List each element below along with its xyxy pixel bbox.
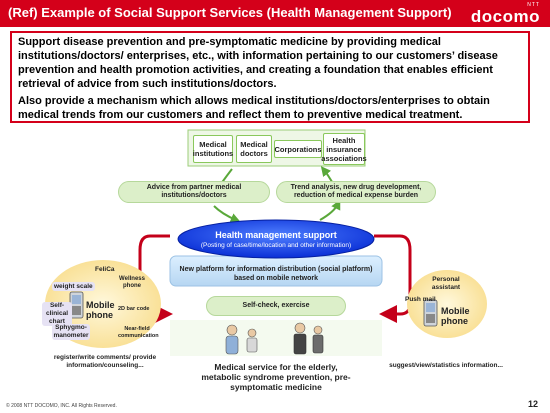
people-illustration: [225, 322, 324, 355]
right-red-connector: [374, 234, 412, 323]
center-caption: Medical service for the elderly, metabol…: [201, 362, 351, 392]
right-push-mail: Push mail: [405, 296, 436, 303]
right-phone-title: Mobile phone: [441, 306, 470, 326]
title-bar: [0, 0, 550, 27]
people-area: [170, 320, 382, 356]
feature-self-clinical-chart: Self-clinical chart: [42, 302, 72, 326]
partner-corporations: Corporations: [274, 140, 322, 158]
left-phone-title: Mobile phone: [86, 300, 115, 320]
summary-paragraph-1: Support disease prevention and pre-sympt…: [18, 36, 498, 90]
right-personal-assistant: Personal assistant: [431, 276, 461, 291]
right-phone-icon: [423, 299, 438, 327]
feature-wellness-phone: Wellness phone: [119, 276, 145, 289]
platform-label: New platform for information distributio…: [179, 266, 373, 282]
feature-2d-barcode: 2D bar code: [118, 306, 150, 312]
right-caption: suggest/view/statistics information...: [389, 362, 503, 369]
feature-felica: FeliCa: [95, 266, 115, 273]
hub-ellipse: [177, 219, 375, 259]
partner-health-insurance: Health insurance associations: [321, 133, 367, 165]
feature-weight-scale: weight scale: [52, 282, 95, 291]
logo-ntt: NTT: [527, 2, 540, 8]
left-caption: register/write comments/ provide informa…: [53, 354, 157, 369]
trend-arrow-bottom: [319, 199, 341, 221]
hub-title: Health management support: [215, 230, 337, 240]
summary-paragraph-2: Also provide a mechanism which allows me…: [18, 95, 490, 121]
advice-pill: Advice from partner medical institutions…: [118, 181, 270, 203]
feature-sphygmomanometer: Sphygmo-manometer: [52, 324, 90, 340]
feature-near-field: Near-field communication: [118, 326, 159, 339]
page-number: 12: [527, 399, 538, 409]
self-check-pill: Self-check, exercise: [206, 296, 346, 316]
partner-medical-doctors: Medical doctors: [236, 135, 272, 163]
logo-name: docomo: [470, 7, 540, 26]
summary-box: Support disease prevention and pre-sympt…: [10, 31, 530, 123]
hub-subtitle: (Posting of case/time/location and other…: [200, 242, 352, 249]
partner-medical-institutions: Medical institutions: [193, 135, 233, 163]
trend-pill: Trend analysis, new drug development, re…: [276, 181, 436, 203]
advice-arrow-bottom: [213, 205, 241, 223]
page-title: (Ref) Example of Social Support Services…: [8, 5, 452, 20]
copyright: © 2008 NTT DOCOMO, INC. All Rights Reser…: [6, 403, 117, 409]
docomo-logo: NTT docomo: [471, 2, 540, 25]
